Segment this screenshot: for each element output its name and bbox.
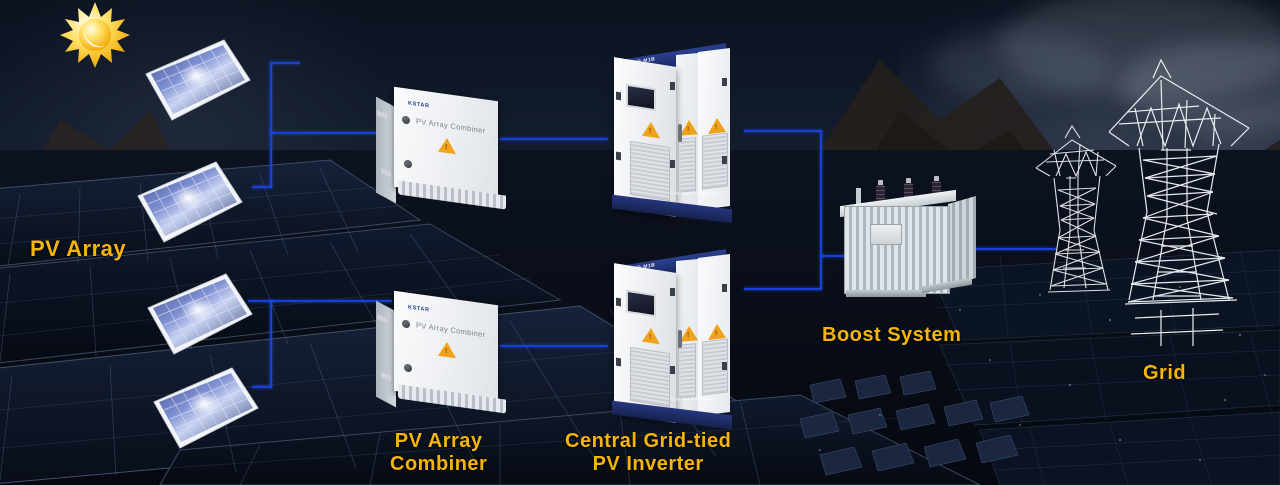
transmission-tower-small (1035, 124, 1117, 293)
wire-array2-to-bus (252, 186, 272, 188)
pv-module-3 (147, 273, 253, 355)
transformer-side-radiator (948, 195, 976, 287)
inverter-hinge (722, 284, 727, 292)
pv-array-combiner-1[interactable]: KSTAR PV Array Combiner ! (372, 86, 512, 210)
warning-triangle-icon: ! (642, 326, 660, 345)
pv-module-1 (145, 39, 251, 121)
bushing-insulator (904, 178, 913, 204)
dust-specks (819, 286, 1266, 461)
label-pv-array-combiner: PV Array Combiner (390, 430, 488, 476)
inverter-hinge (616, 297, 621, 307)
label-boost-system: Boost System (822, 324, 962, 346)
wire-bus-to-transformer (820, 255, 854, 257)
transformer-nameplate (870, 224, 902, 245)
wire-array3-stub (248, 300, 272, 302)
central-pv-inverter-1[interactable]: KSTAR M1B ! ! ! Grid-tied PV Inverter (598, 43, 738, 227)
inverter-door-tag: Grid-tied PV Inverter (669, 190, 718, 196)
warning-triangle-icon: ! (438, 340, 456, 359)
label-grid: Grid (1143, 362, 1187, 384)
inverter-hinge (670, 288, 675, 296)
warning-triangle-icon: ! (680, 119, 698, 136)
inverter-door-tag: Grid-tied PV Inverter (669, 396, 718, 402)
combiner-latch-lower[interactable] (404, 363, 412, 373)
combiner-latch-upper[interactable] (402, 115, 410, 125)
inverter-hinge (616, 357, 621, 367)
inverter-door-handle[interactable] (678, 124, 682, 142)
inverter-display-screen[interactable] (626, 83, 656, 112)
inverter-hinge (616, 151, 621, 161)
wire-array1-to-combiner (270, 132, 392, 134)
inverter-hinge (722, 362, 727, 370)
inverter-vent-mid (678, 343, 696, 399)
wire-array4-to-bus (252, 386, 272, 388)
wire-transformer-to-grid (958, 248, 1056, 250)
pv-module-4 (153, 367, 259, 449)
pv-array-combiner-2[interactable]: KSTAR PV Array Combiner ! (372, 290, 512, 414)
combiner-latch-lower[interactable] (404, 159, 412, 169)
wire-combiner2-to-inverter2 (500, 345, 608, 347)
cloud-3 (930, 30, 1110, 100)
warning-triangle-icon: ! (438, 136, 456, 155)
wire-inverter1-out (744, 130, 822, 132)
combiner-latch-upper[interactable] (402, 319, 410, 329)
transformer-skid-left (846, 290, 926, 297)
cloud-1 (1000, 0, 1280, 100)
sun-icon (60, 2, 130, 68)
warning-triangle-icon: ! (680, 325, 698, 342)
wire-array1-vertical (270, 62, 272, 134)
warning-triangle-icon: ! (642, 120, 660, 139)
wire-inverter2-out (744, 288, 822, 290)
inverter-vent-left (630, 346, 670, 408)
central-pv-inverter-2[interactable]: KSTAR M1B ! ! ! Grid-tied PV Inverter (598, 249, 738, 433)
inverter-vent-mid (678, 137, 696, 193)
inverter-hinge (722, 156, 727, 164)
step-up-transformer[interactable] (826, 172, 986, 312)
inverter-vent-left (630, 140, 670, 202)
warning-triangle-icon: ! (708, 322, 726, 341)
inverter-display-screen[interactable] (626, 289, 656, 318)
warning-triangle-icon: ! (708, 116, 726, 135)
transformer-radiator-fins (844, 206, 950, 294)
wire-array-bus-upper (270, 132, 272, 188)
inverter-hinge (670, 160, 675, 168)
wire-combiner1-to-inverter1 (500, 138, 608, 140)
transmission-tower-large (1108, 58, 1250, 346)
label-pv-array: PV Array (30, 236, 127, 261)
inverter-hinge (670, 82, 675, 90)
wire-array3-top (270, 300, 392, 302)
pv-module-2 (137, 161, 243, 243)
inverter-hinge (722, 78, 727, 86)
transformer-conservator-pipe (856, 188, 861, 210)
inverter-door-handle[interactable] (678, 330, 682, 348)
bushing-insulator (876, 180, 885, 206)
distant-panel-cluster (800, 370, 1030, 476)
wire-collector-bus (820, 130, 822, 290)
inverter-hinge (670, 366, 675, 374)
inverter-hinge (616, 91, 621, 101)
wire-array1-top (270, 62, 300, 64)
label-central-grid-tied-pv-inverter: Central Grid-tied PV Inverter (565, 430, 732, 476)
wire-array3-vertical (270, 300, 272, 388)
